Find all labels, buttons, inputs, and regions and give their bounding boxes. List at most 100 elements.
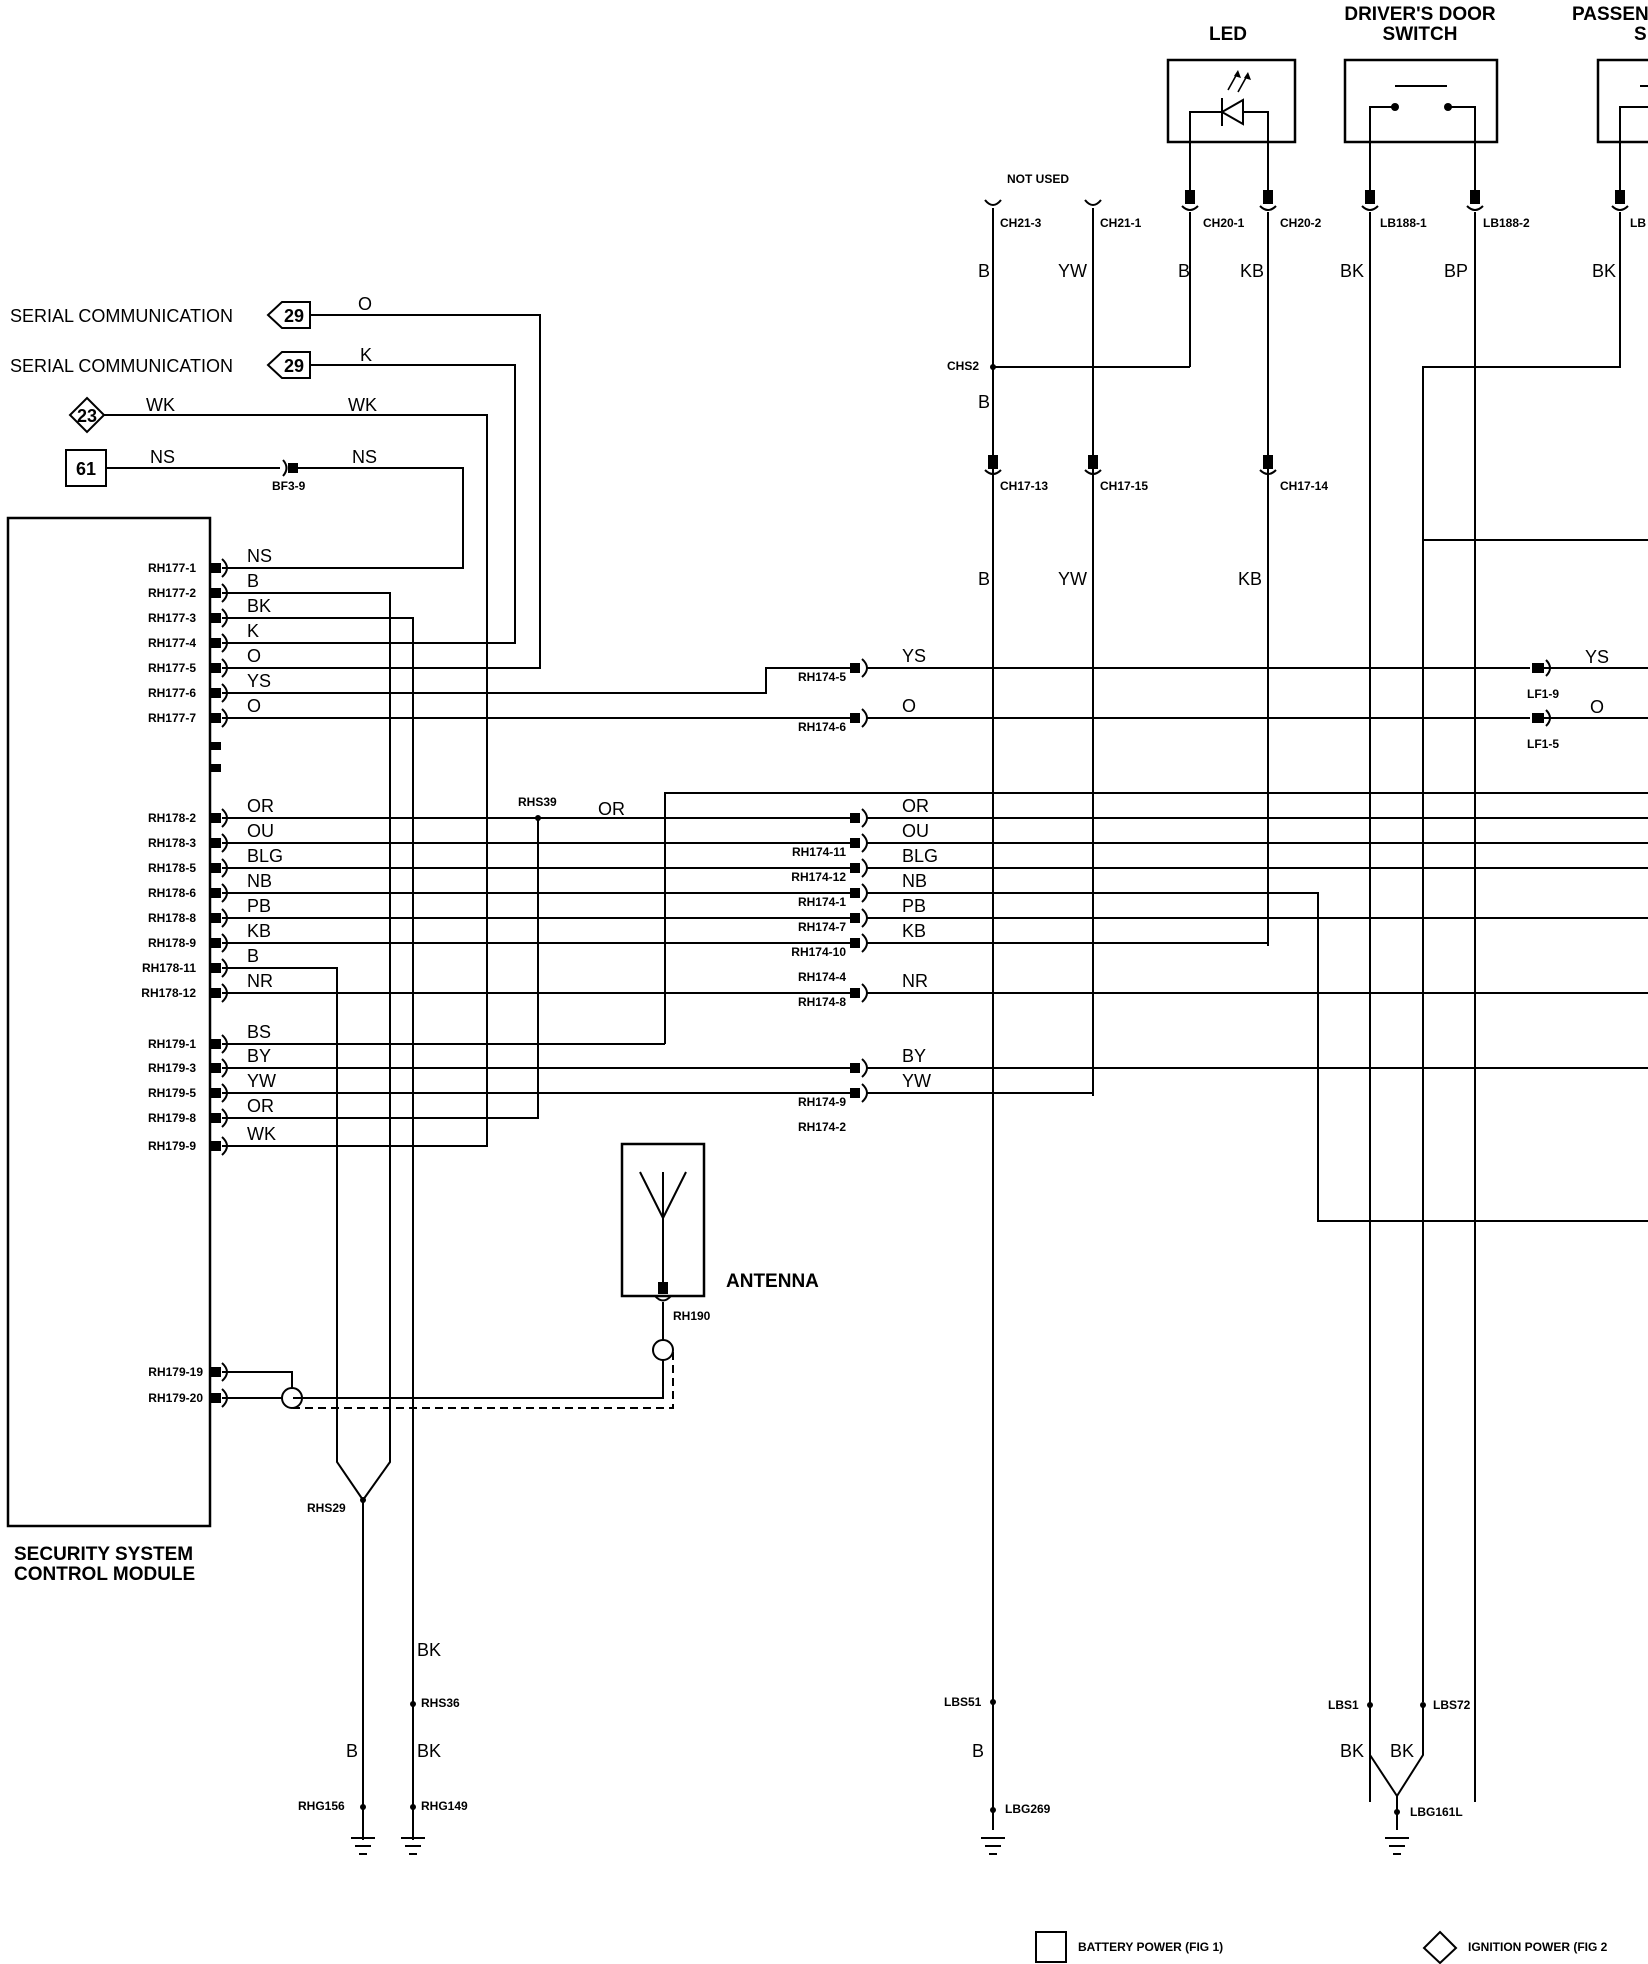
rh174-pin-label: RH174-9 [798,1095,846,1109]
bottom-grounds [360,1699,1426,1830]
lbs1-label: LBS1 [1328,1698,1359,1712]
module-wire-color: BK [247,596,271,616]
module-pin-terminal [211,913,221,923]
module-pin-terminal [211,838,221,848]
module-pin-socket [221,1136,228,1156]
module-pin-socket [221,633,228,653]
module-pin-socket [221,558,228,578]
antenna-pin-socket [221,1362,228,1382]
wire-bk-c: BK [1340,1741,1364,1761]
rh174-socket [861,708,868,728]
rh174-wire-color: KB [902,921,926,941]
lf1-connectors [1532,659,1551,727]
rh174-socket [861,858,868,878]
module-wire-color: OR [247,1096,274,1116]
rh174-socket [861,808,868,828]
module-pin-label: RH179-8 [148,1111,196,1125]
rh190-label: RH190 [673,1309,711,1323]
module-wire-color: PB [247,896,271,916]
not-used-label: NOT USED [1007,172,1069,186]
led-box [1166,58,1297,144]
ground-icon [351,1837,1409,1855]
module-pin-label: RH178-3 [148,836,196,850]
wire-color-b2: B [1178,261,1190,281]
module-pin-label: RH179-9 [148,1139,196,1153]
module-title-1: SECURITY SYSTEM [14,1544,193,1565]
wire-color-bk2: BK [1592,261,1616,281]
rh174-pin-label: RH174-5 [798,670,846,684]
rh174-socket [861,933,868,953]
module-pin-label: RH178-11 [142,961,196,975]
module-pin-terminal [211,1113,221,1123]
module-wire-color: B [247,571,259,591]
rhs39-label: RHS39 [518,795,557,809]
module-pin-socket [221,608,228,628]
module-wire-color: B [247,946,259,966]
module-pin-label: RH177-1 [148,561,196,575]
wire-color-kb2: KB [1238,569,1262,589]
module-wire-color: BY [247,1046,271,1066]
lb188-1-label: LB188-1 [1380,216,1427,230]
module-wire-color: OR [247,796,274,816]
rh174-pin-label: RH174-2 [798,1120,846,1134]
legend-ignition-label: IGNITION POWER (FIG 2 [1468,1940,1608,1954]
module-pin-terminal [211,1141,221,1151]
wire-color-b1: B [978,261,990,281]
rh174-pin-label: RH174-6 [798,720,846,734]
module-wire-color: WK [247,1124,276,1144]
wire-color-bp: BP [1444,261,1468,281]
module-pin-label: RH179-1 [148,1037,196,1051]
wire-wk-a: WK [146,395,175,415]
module-pin-terminal [211,638,221,648]
lbg269-label: LBG269 [1005,1802,1051,1816]
wire-wk-b: WK [348,395,377,415]
module-wire-color: NB [247,871,272,891]
rh174-socket [861,658,868,678]
module-pin-terminal [211,813,221,823]
serial-communication-label-2: SERIAL COMMUNICATION [10,356,233,376]
rhg149-label: RHG149 [421,1799,468,1813]
rhs36-label: RHS36 [421,1696,460,1710]
lb-cut-label: LB [1630,216,1646,230]
rh174-pin-label: RH174-8 [798,995,846,1009]
rh174-wire-color: NB [902,871,927,891]
passenger-title-2: S [1634,24,1647,45]
antenna-coax [222,1302,674,1409]
module-pin-label: RH178-5 [148,861,196,875]
rh174-socket [861,1083,868,1103]
module-pin-socket [221,958,228,978]
lbs72-label: LBS72 [1433,1698,1471,1712]
wire-bk-a: BK [417,1640,441,1660]
module-pin-terminal [211,988,221,998]
rh174-wire-color: O [902,696,916,716]
module-pin-label: RH178-9 [148,936,196,950]
ch17-13-label: CH17-13 [1000,479,1048,493]
wire-o-top: O [358,294,372,314]
module-pin-label: RH177-2 [148,586,196,600]
module-pin-terminal [211,563,221,573]
module-pin-label: RH177-4 [148,636,196,650]
module-pin-label: RH178-6 [148,886,196,900]
wire-ys-right: YS [1585,647,1609,667]
module-pins: RH177-1NSRH177-2BRH177-3BKRH177-4KRH177-… [141,546,283,1156]
security-module-box [6,516,212,1528]
antenna-pin-socket [221,1388,228,1408]
module-pin-label: RH178-2 [148,811,196,825]
module-pin-terminal [211,963,221,973]
ch20-2-label: CH20-2 [1280,216,1322,230]
rhs29-label: RHS29 [307,1501,346,1515]
antenna-pin-label: RH179-19 [148,1365,203,1379]
module-wire-color: O [247,646,261,666]
serial-ref-number-2: 29 [284,356,304,376]
battery-ref-number: 61 [76,459,96,479]
module-pin-label: RH177-7 [148,711,196,725]
wire-b-low: B [346,1741,358,1761]
module-pin-socket [221,658,228,678]
rh174-wire-color: NR [902,971,928,991]
wire-color-kb1: KB [1240,261,1264,281]
wire-color-bk1: BK [1340,261,1364,281]
rh174-socket [861,883,868,903]
wire-color-yw1: YW [1058,261,1087,281]
module-pin-label: RH179-3 [148,1061,196,1075]
